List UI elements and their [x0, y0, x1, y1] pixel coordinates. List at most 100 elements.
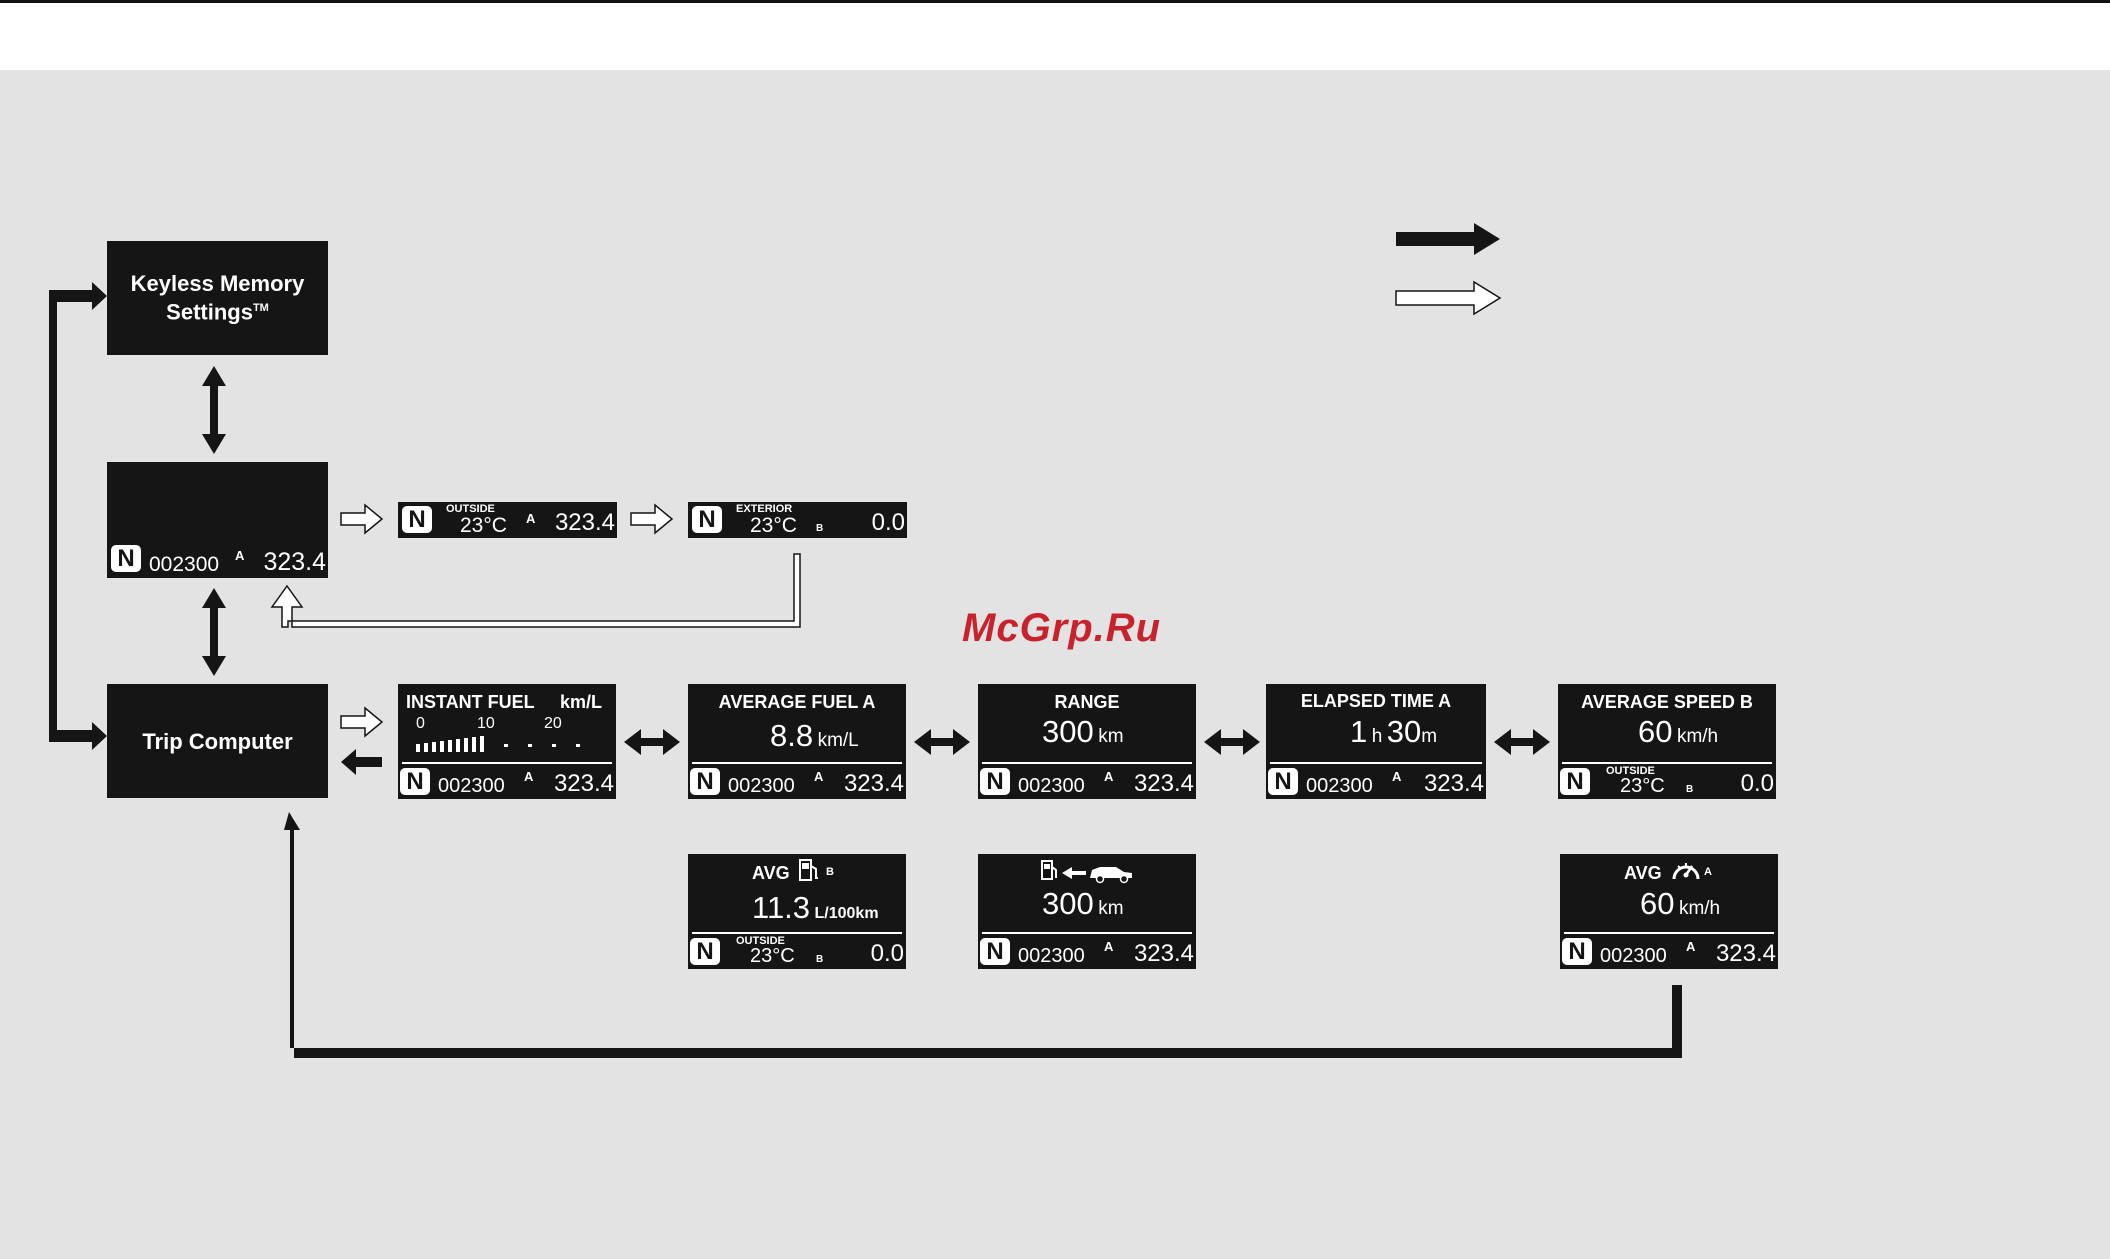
outside-temp: 23°C — [1620, 775, 1665, 797]
average-speed-b-unit: km/h — [1676, 726, 1719, 747]
trip-label: A — [1104, 769, 1114, 784]
trip-meter: 0.0 — [871, 509, 905, 536]
fuel-bar-dot — [552, 744, 556, 747]
gear-indicator: N — [1268, 768, 1298, 795]
updown-arrow-top-trip — [202, 588, 226, 676]
fuel-to-car-range-icon — [1041, 860, 1132, 884]
separator — [1562, 762, 1772, 764]
trip-meter: 0.0 — [870, 940, 904, 967]
trip-label: A — [526, 511, 536, 526]
hollow-arrow-1 — [340, 503, 384, 535]
odometer: 002300 — [1600, 945, 1667, 967]
trip-label: A — [1392, 769, 1402, 784]
trip-computer-box[interactable]: Trip Computer — [107, 684, 328, 798]
gear-indicator: N — [402, 506, 432, 533]
keyless-memory-settings-box[interactable]: Keyless Memory SettingsTM — [107, 241, 328, 355]
scale-20: 20 — [544, 715, 562, 732]
leftright-arrow-4 — [1494, 729, 1550, 755]
elapsed-h-unit: h — [1371, 726, 1383, 747]
average-fuel-a-unit: km/L — [817, 730, 859, 751]
elapsed-minutes: 30 — [1386, 714, 1422, 749]
avg-speed-a-unit: km/h — [1678, 898, 1721, 919]
legend-hollow-arrow — [1395, 280, 1502, 316]
average-speed-b-screen[interactable]: AVERAGE SPEED B 60 km/h N OUTSIDE 23°C B… — [1558, 684, 1776, 799]
scale-0: 0 — [416, 715, 425, 732]
trip-meter: 323.4 — [1133, 770, 1194, 797]
outside-temp: 23°C — [750, 945, 795, 967]
instant-fuel-screen[interactable]: INSTANT FUEL km/L 0 10 20 N 002300 A 323… — [398, 684, 616, 799]
range-screen[interactable]: RANGE 300 km N 002300 A 323.4 — [978, 684, 1196, 799]
range-icon-unit: km — [1098, 898, 1124, 919]
avg-label: AVG — [752, 863, 790, 883]
fuel-bar-dot — [504, 744, 508, 747]
trip-meter: 0.0 — [1740, 770, 1774, 797]
trip-label: B — [816, 954, 824, 965]
elapsed-m-unit: m — [1421, 726, 1438, 747]
trip-label: A — [1686, 939, 1696, 954]
keyless-line1: Keyless Memory — [130, 271, 305, 297]
hollow-return-path — [270, 553, 801, 628]
elapsed-time-a-screen[interactable]: ELAPSED TIME A 1 h 30m N 002300 A 323.4 — [1266, 684, 1486, 799]
separator — [692, 932, 902, 934]
top-rule — [0, 0, 2110, 3]
scale-10: 10 — [477, 715, 495, 732]
separator — [1564, 932, 1774, 934]
separator — [982, 932, 1192, 934]
range-icon-screen[interactable]: 300 km N 002300 A 323.4 — [978, 854, 1196, 969]
trip-meter: 323.4 — [843, 770, 904, 797]
average-fuel-a-title: AVERAGE FUEL A — [718, 692, 876, 712]
trip-label: A — [524, 769, 534, 784]
avg-fuel-b-screen[interactable]: AVG B 11.3 L/100km N OUTSIDE 23°C B 0.0 — [688, 854, 906, 969]
leftright-arrow-1 — [624, 729, 680, 755]
fuel-bar-segment — [480, 736, 484, 752]
left-loop-connector — [49, 282, 107, 750]
gear-indicator: N — [1560, 768, 1590, 795]
fuel-bar-segment — [472, 737, 476, 752]
exterior-temp: 23°C — [750, 514, 797, 537]
instant-fuel-title: INSTANT FUEL — [406, 692, 535, 712]
hollow-arrow-3 — [340, 706, 384, 738]
elapsed-hours: 1 — [1350, 714, 1368, 749]
trip-label: B — [1686, 784, 1694, 795]
fuel-bar-segment — [416, 744, 420, 752]
outside-temp: 23°C — [460, 514, 507, 537]
outside-temp-strip[interactable]: N OUTSIDE 23°C A 323.4 — [398, 502, 617, 538]
avg-fuel-b-unit: L/100km — [814, 905, 879, 922]
legend-solid-arrow — [1396, 223, 1500, 255]
separator — [692, 762, 902, 764]
odometer: 002300 — [149, 553, 220, 576]
instant-fuel-unit: km/L — [559, 692, 602, 712]
fuel-bar-segment — [432, 742, 436, 752]
outside-caption: OUTSIDE — [736, 935, 785, 947]
odometer: 002300 — [438, 775, 505, 797]
keyless-line2: Settings — [166, 299, 253, 325]
exterior-temp-strip[interactable]: N EXTERIOR 23°C B 0.0 — [688, 502, 907, 538]
updown-arrow-keyless-top — [202, 366, 226, 454]
average-fuel-a-value: 8.8 — [770, 718, 814, 753]
avg-label: AVG — [1624, 863, 1662, 883]
fuel-bar-segment — [424, 743, 428, 752]
trip-meter: 323.4 — [1133, 940, 1194, 967]
avg-speed-a-screen[interactable]: AVG A 60 km/h N 002300 A 323.4 — [1560, 854, 1778, 969]
odometer: 002300 — [1018, 945, 1085, 967]
odometer: 002300 — [1306, 775, 1373, 797]
avg-fuel-b-value: 11.3 — [752, 890, 811, 925]
gear-indicator: N — [690, 768, 720, 795]
gear-indicator: N — [692, 506, 722, 533]
separator — [982, 762, 1192, 764]
gear-indicator: N — [980, 768, 1010, 795]
separator — [1270, 762, 1482, 764]
fuel-bar-segment — [440, 741, 444, 752]
gear-indicator: N — [400, 768, 430, 795]
trip-meter: 323.4 — [554, 509, 615, 536]
gear-indicator: N — [980, 938, 1010, 965]
average-fuel-a-screen[interactable]: AVERAGE FUEL A 8.8 km/L N 002300 A 323.4 — [688, 684, 906, 799]
odometer: 002300 — [1018, 775, 1085, 797]
keyless-memory-settings-label: Keyless Memory SettingsTM — [131, 271, 305, 324]
fuel-bar-segment — [448, 740, 452, 752]
avg-sub-label: A — [1704, 866, 1712, 878]
exterior-caption: EXTERIOR — [736, 503, 793, 515]
range-value: 300 — [1042, 714, 1094, 749]
default-display-screen[interactable]: N 002300 A 323.4 — [107, 462, 328, 578]
gear-indicator: N — [690, 938, 720, 965]
